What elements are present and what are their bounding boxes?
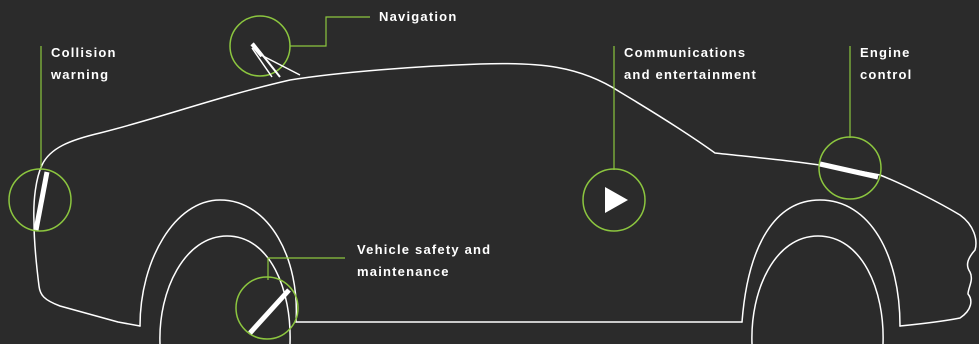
navigation-label: Navigation — [379, 6, 457, 28]
sensor-bar-icon — [33, 171, 50, 231]
rear-wheel — [751, 235, 884, 344]
vehicle-safety-leader-line — [267, 257, 345, 280]
collision-warning-label-line-1: Collision — [51, 45, 117, 60]
communications-label-line-2: and entertainment — [624, 67, 758, 82]
sensor-bar-icon — [819, 161, 879, 180]
engine-control-label: Engine control — [860, 42, 912, 86]
communications-label: Communications and entertainment — [624, 42, 757, 86]
navigation-leader-line — [290, 16, 370, 47]
vehicle-safety-callout — [235, 257, 345, 340]
engine-control-callout — [818, 46, 882, 200]
engine-control-ring — [818, 136, 882, 200]
vehicle-safety-label-line-1: Vehicle safety and — [357, 242, 492, 257]
collision-warning-label-line-2: warning — [51, 67, 110, 82]
communications-ring — [582, 168, 646, 232]
communications-label-line-1: Communications — [624, 45, 747, 60]
navigation-callout — [229, 15, 370, 78]
vehicle-safety-ring — [235, 276, 299, 340]
collision-warning-ring — [8, 168, 72, 232]
navigation-ring — [229, 15, 291, 77]
car-outline — [33, 62, 977, 344]
antenna-icon — [250, 42, 301, 78]
collision-warning-label: Collision warning — [51, 42, 117, 86]
navigation-label-line-1: Navigation — [379, 9, 458, 24]
vehicle-safety-label-line-2: maintenance — [357, 264, 450, 279]
collision-warning-callout — [8, 46, 72, 232]
communications-callout — [582, 46, 646, 232]
rear-wheel-arch — [741, 199, 901, 327]
vehicle-safety-label: Vehicle safety and maintenance — [357, 239, 491, 283]
engine-control-label-line-2: control — [860, 67, 913, 82]
engine-control-label-line-1: Engine — [860, 45, 911, 60]
play-icon — [605, 187, 628, 213]
sensor-bar-icon — [248, 288, 291, 335]
front-wheel — [159, 235, 291, 344]
front-wheel-arch — [139, 199, 298, 327]
car-body — [33, 62, 977, 327]
